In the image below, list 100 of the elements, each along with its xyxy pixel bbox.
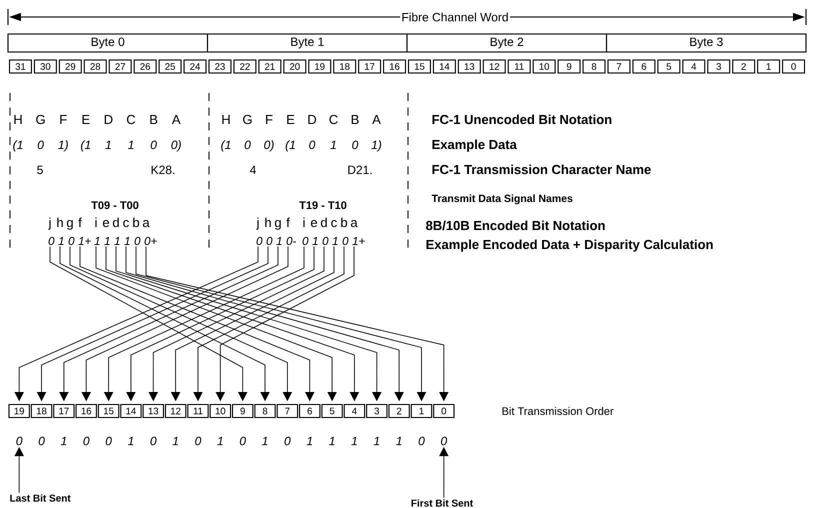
bit-value: (1 [81, 140, 90, 152]
byte-field-box: Byte 3 [606, 33, 807, 53]
bit-letter: f [286, 218, 290, 227]
encoded-bit: 0+ [144, 236, 157, 246]
byte-field-box: Byte 1 [206, 33, 408, 53]
bit-letter: A [372, 115, 381, 124]
bit-letter: g [274, 220, 281, 230]
bit-value: 0 [150, 436, 156, 446]
caption-text: Last Bit Sent [10, 494, 71, 502]
bit-letter: c [123, 220, 129, 228]
bit-cell: 25 [158, 59, 182, 74]
encoded-bit: 0- [286, 236, 296, 246]
bit-value: 0 [309, 140, 316, 150]
bit-cell: 5 [321, 404, 343, 418]
bit-cell: 21 [258, 59, 282, 74]
encoded-bit: 1 [94, 237, 100, 245]
encoded-bit: 0 [256, 236, 262, 246]
bit-value: 1 [330, 140, 336, 149]
bit-cell: 17 [358, 59, 382, 74]
bit-cell: 0 [782, 59, 806, 74]
bit-value: 1 [128, 436, 134, 446]
bit-value: 0 [240, 436, 246, 446]
bit-cell: 24 [184, 59, 207, 74]
bit-cell: 12 [164, 404, 186, 418]
bit-value: 0 [195, 436, 202, 446]
bit-cell: 11 [187, 404, 209, 418]
bit-value: 1 [351, 436, 357, 446]
row-label: Transmit Data Signal Names [432, 194, 572, 204]
bit-cell: 31 [8, 59, 32, 74]
bit-cell: 19 [8, 404, 30, 418]
bit-cell: 4 [344, 404, 366, 418]
bit-cell: 14 [120, 404, 142, 418]
bit-value: 1 [396, 436, 402, 446]
bit-value: 1 [128, 140, 134, 149]
bit-letter: j [256, 218, 259, 230]
bit-cell: 9 [232, 404, 254, 418]
bit-letter: f [78, 218, 82, 227]
bit-cell: 26 [134, 59, 157, 74]
encoded-bit: 1 [114, 237, 120, 245]
bit-cell: 1 [757, 59, 780, 74]
bit-value: 1 [105, 140, 111, 149]
bit-cell: 19 [308, 59, 332, 74]
bit-letter: G [243, 114, 252, 124]
bit-cell: 4 [682, 59, 706, 74]
bit-cell: 12 [482, 59, 506, 74]
bit-value: 0 [83, 436, 90, 446]
bit-letter: F [266, 115, 272, 124]
bit-cell: 10 [210, 404, 232, 418]
bit-letter: D [104, 115, 112, 124]
bit-cell: 0 [433, 404, 455, 418]
bit-value: 0 [16, 436, 22, 446]
bit-value: 0) [171, 140, 181, 152]
bit-cell: 5 [657, 59, 680, 74]
bit-value: 1 [172, 436, 178, 446]
bit-value: 0 [244, 140, 251, 150]
bit-value: (1 [13, 140, 22, 152]
bit-letter: h [265, 218, 271, 227]
signal-range: T19 - T10 [299, 201, 346, 210]
bit-cell: 1 [410, 404, 432, 418]
bit-letter: b [133, 218, 140, 228]
bit-cell: 6 [632, 59, 656, 74]
bit-letter: j [48, 218, 51, 230]
bit-letter: E [287, 115, 294, 124]
bit-value: 1 [306, 436, 312, 446]
bit-value: 0 [106, 436, 112, 446]
bit-cell: 10 [532, 59, 556, 74]
bit-value: 0 [38, 436, 45, 446]
signal-range: T09 - T00 [91, 201, 138, 210]
bit-letter: h [57, 218, 63, 227]
bit-letter: D [308, 115, 316, 124]
bit-letter: H [222, 115, 230, 124]
bit-cell: 30 [34, 59, 57, 74]
bit-cell: 11 [508, 59, 531, 74]
row-label: FC-1 Unencoded Bit Notation [432, 114, 612, 124]
bit-cell: 2 [388, 404, 410, 418]
bit-value: 1) [371, 140, 382, 152]
character-name: 5 [37, 166, 43, 174]
bit-cell: 6 [299, 404, 320, 418]
bit-value: 0 [441, 436, 448, 446]
bit-value: 1 [262, 436, 268, 446]
bit-letter: G [36, 114, 45, 124]
bit-cell: 7 [276, 404, 298, 418]
encoded-bit: 0 [266, 236, 272, 246]
character-name: D21. [348, 166, 372, 174]
bit-value: 1 [217, 436, 223, 446]
bit-cell: 7 [607, 59, 630, 74]
bit-cell: 27 [108, 59, 132, 74]
encoded-bit: 0 [134, 236, 140, 246]
bit-letter: F [60, 115, 67, 124]
bit-letter: C [126, 114, 136, 124]
encoded-bit: 0 [302, 236, 308, 246]
bit-letter: e [310, 220, 318, 228]
bit-cell: 2 [732, 59, 756, 74]
bit-letter: g [66, 220, 73, 230]
row-label: Example Data [432, 140, 517, 152]
bit-cell: 8 [582, 59, 606, 74]
bit-letter: B [352, 115, 359, 124]
bit-value: 1) [58, 140, 68, 152]
bit-letter: i [303, 218, 305, 227]
row-label: FC-1 Transmission Character Name [432, 164, 651, 174]
